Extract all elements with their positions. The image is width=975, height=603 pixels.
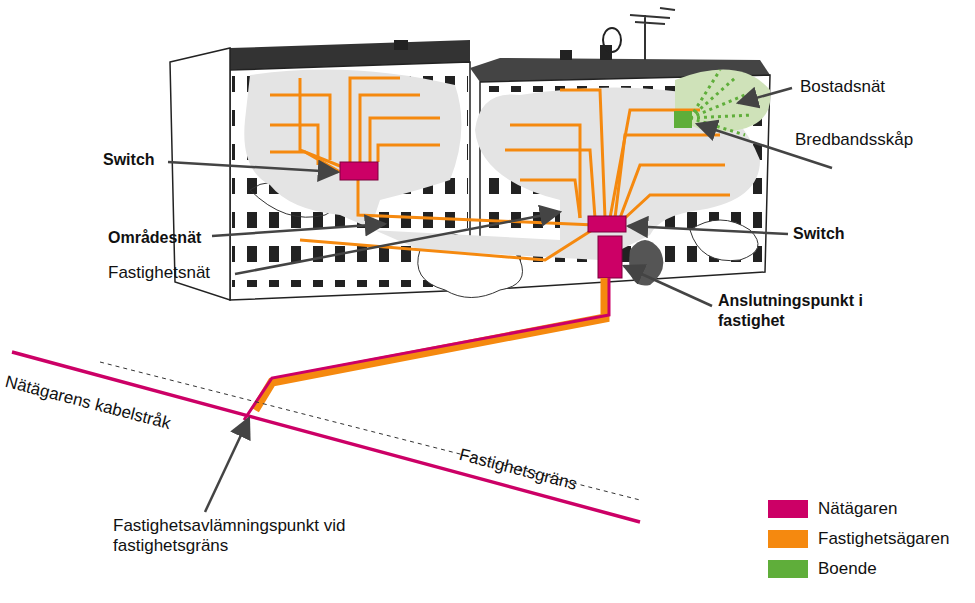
legend-swatch: [768, 530, 808, 548]
callout-label: Bostadsnät: [800, 77, 885, 97]
legend-swatch: [768, 560, 808, 578]
callout-label: Fastighetsavlämningspunkt vid fastighets…: [113, 516, 349, 556]
callout-label: Områdesnät: [108, 228, 201, 248]
legend-text: Boende: [818, 559, 877, 579]
callout-label: Bredbandsskåp: [795, 130, 913, 150]
callout-label: Anslutningspunkt i fastighet: [718, 291, 886, 331]
callout-label: Fastighetsnät: [108, 263, 210, 283]
legend-text: Fastighetsägaren: [818, 529, 949, 549]
callout-label: Switch: [793, 224, 845, 244]
legend-swatch: [768, 500, 808, 518]
callout-label: Switch: [103, 150, 155, 170]
callout-label: Nätägarens kabelstråk: [3, 372, 173, 434]
legend-text: Nätägaren: [818, 499, 897, 519]
